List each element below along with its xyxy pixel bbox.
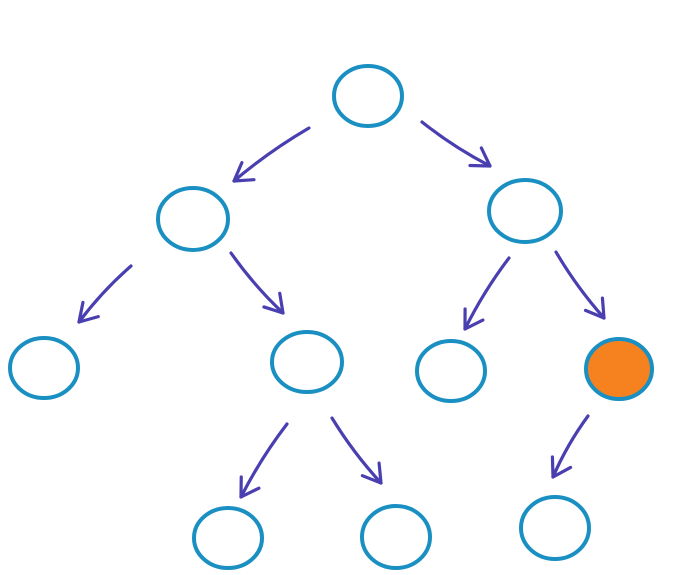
tree-node — [332, 64, 404, 128]
arrowhead — [360, 461, 383, 485]
tree-node — [487, 178, 563, 244]
arrowhead — [463, 307, 485, 331]
edge-arrow — [232, 126, 311, 183]
edge-line — [330, 416, 383, 485]
arrowhead — [232, 161, 256, 183]
edge-line — [420, 120, 492, 168]
edge-line — [77, 264, 133, 324]
tree-node — [360, 504, 432, 570]
arrowhead — [468, 146, 492, 168]
tree-node — [8, 336, 80, 400]
edge-line — [232, 126, 311, 183]
tree-node — [519, 495, 591, 561]
tree-node — [415, 339, 487, 403]
edge-arrow — [330, 416, 383, 485]
arrowhead — [77, 300, 100, 324]
edge-arrow — [420, 120, 492, 168]
tree-node — [270, 330, 344, 394]
edge-line — [229, 251, 285, 315]
arrowhead — [239, 475, 261, 499]
edge-line — [239, 422, 289, 499]
edge-line — [551, 414, 590, 479]
edge-arrow — [229, 251, 285, 315]
edge-arrow — [239, 422, 289, 499]
arrowhead — [550, 455, 573, 479]
edge-line — [554, 250, 606, 320]
arrowhead — [262, 291, 285, 315]
nodes-group — [8, 64, 654, 570]
tree-node-highlighted — [584, 337, 654, 401]
edge-arrow — [463, 256, 511, 331]
edge-arrow — [77, 264, 133, 324]
edge-line — [463, 256, 511, 331]
edge-arrow — [554, 250, 606, 320]
tree-node — [192, 506, 264, 570]
edge-arrow — [550, 414, 590, 479]
edges-group — [77, 120, 606, 499]
arrowhead — [583, 296, 606, 320]
tree-node — [156, 186, 230, 252]
